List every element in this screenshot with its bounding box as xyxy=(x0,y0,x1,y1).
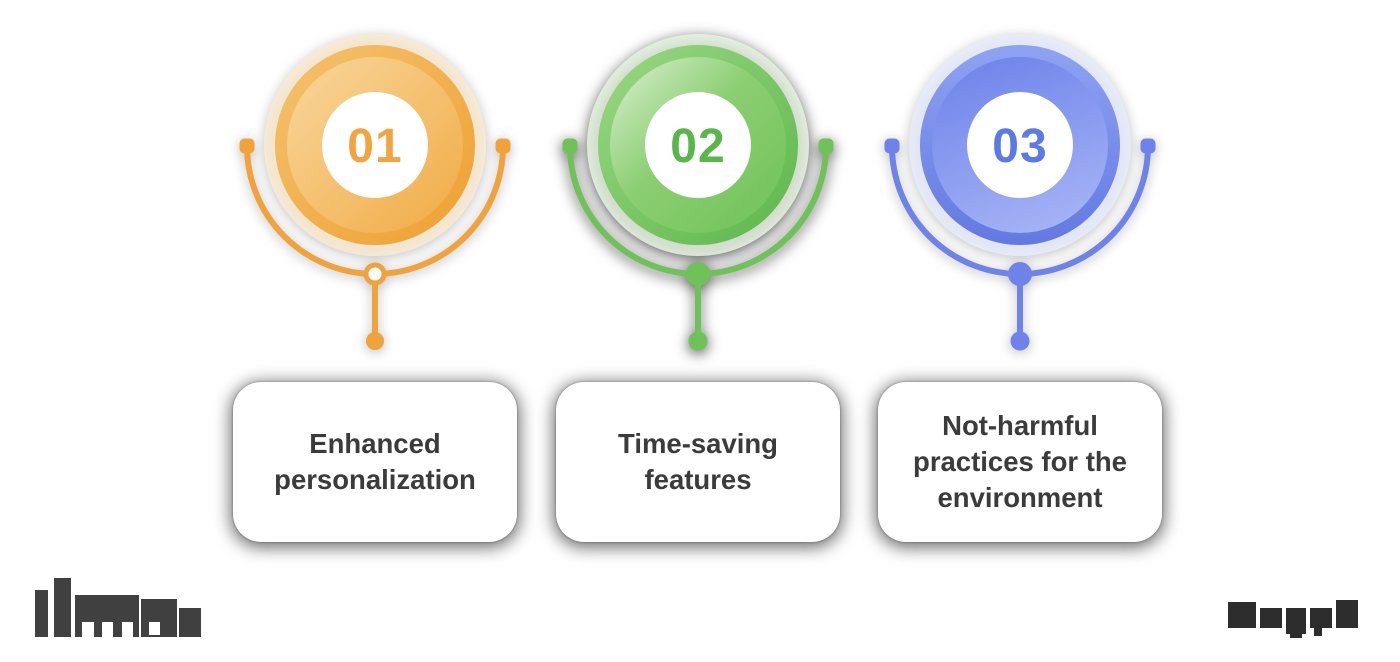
pixel-block xyxy=(35,590,48,637)
step-1-circle-motif: 01 xyxy=(239,34,511,350)
step-2: 02 Time-saving features xyxy=(538,28,858,558)
step-3-label: Not-harmful practices for the environmen… xyxy=(913,410,1127,513)
arc-node-dot xyxy=(686,262,710,286)
number-badge xyxy=(322,92,428,198)
arc-endcap-right xyxy=(1140,138,1156,154)
step-1: 01 Enhanced personalization xyxy=(215,28,535,558)
step-3-circle-motif: 03 xyxy=(884,34,1156,351)
footer-logo-left-blurred-wordmark-icon xyxy=(35,578,203,640)
pixel-block xyxy=(1314,628,1322,636)
pixel-block xyxy=(54,578,71,637)
stem-end-dot xyxy=(688,331,708,351)
arc-endcap-right xyxy=(818,138,834,154)
step-2-card: Time-saving features xyxy=(556,382,840,542)
pixel-gap xyxy=(149,622,160,635)
step-number: 03 xyxy=(992,120,1047,173)
footer-logo-right-blurred-wordmark-icon xyxy=(1228,598,1362,640)
arc-node-dot xyxy=(1008,262,1032,286)
step-3-card: Not-harmful practices for the environmen… xyxy=(878,382,1162,542)
pixel-block xyxy=(1260,608,1282,628)
arc-endcap-right xyxy=(495,138,511,154)
step-3: 03 Not-harmful practices for the environ… xyxy=(860,28,1180,558)
arc-node-dot xyxy=(363,262,387,286)
stem-end-dot xyxy=(1010,331,1030,351)
number-badge xyxy=(645,92,751,198)
arc-endcap-left xyxy=(239,138,255,154)
pixel-block xyxy=(1336,600,1358,628)
step-number: 01 xyxy=(347,120,402,173)
pixel-gap xyxy=(122,622,133,637)
step-2-label: Time-saving features xyxy=(618,428,778,495)
step-1-label: Enhanced personalization xyxy=(274,428,476,495)
pixel-block xyxy=(1228,602,1256,628)
pixel-block xyxy=(1310,608,1332,628)
step-2-circle-motif: 02 xyxy=(562,34,834,351)
arc-endcap-left xyxy=(884,138,900,154)
number-badge xyxy=(967,92,1073,198)
arc-endcap-left xyxy=(562,138,578,154)
step-number: 02 xyxy=(670,120,725,173)
pixel-block xyxy=(1290,632,1302,638)
pixel-gap xyxy=(82,622,94,637)
pixel-block xyxy=(179,608,201,637)
step-1-card: Enhanced personalization xyxy=(233,382,517,542)
pixel-block xyxy=(1286,608,1306,634)
pixel-gap xyxy=(102,622,113,637)
stem-end-dot xyxy=(366,332,384,350)
